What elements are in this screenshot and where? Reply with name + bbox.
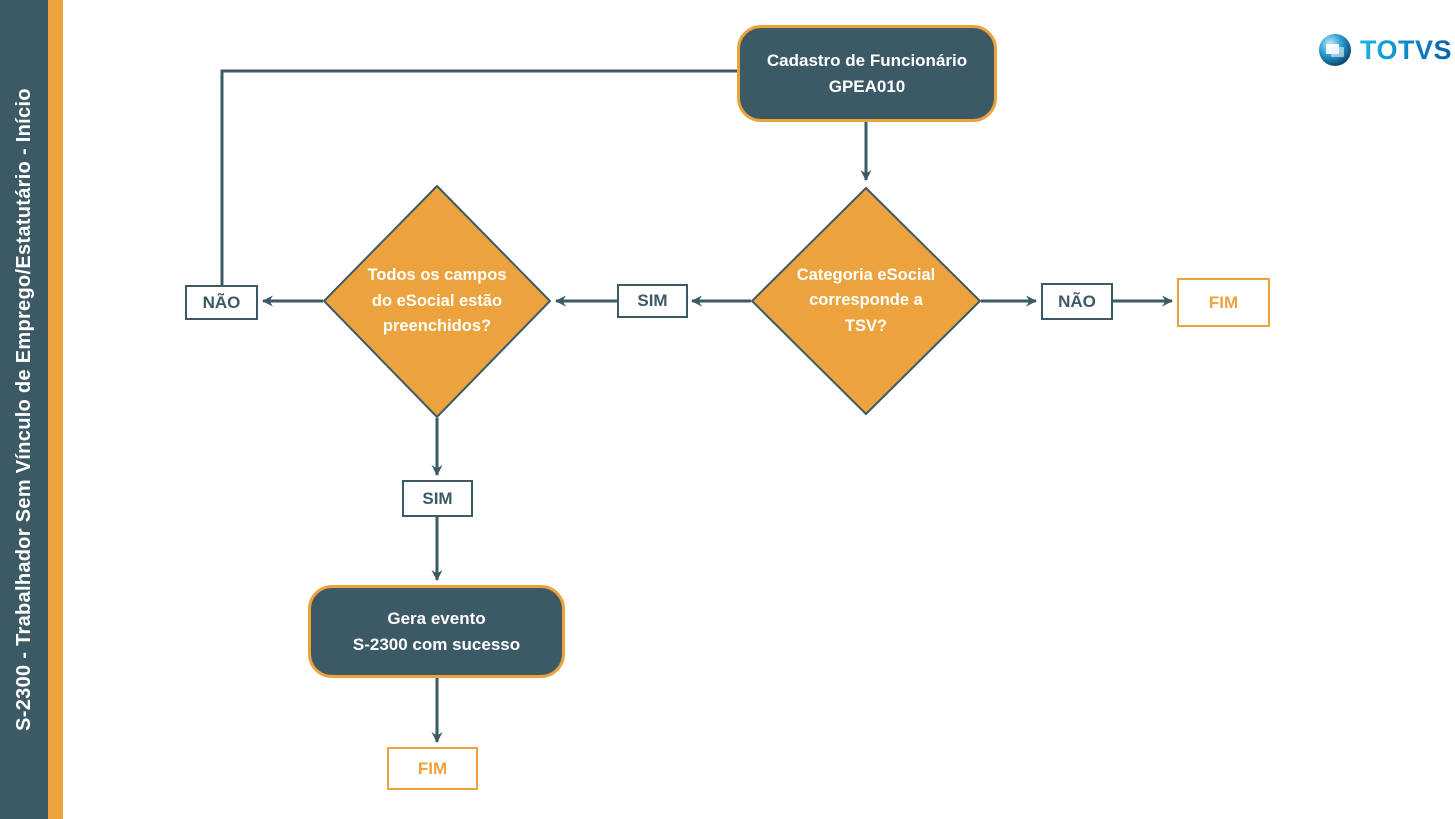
terminator-fim-bottom: FIM [387,747,478,790]
diamond-shape [751,187,981,415]
decision-categoria-tsv: Categoria eSocial corresponde a TSV? [751,187,981,415]
sidebar-accent-bar [48,0,63,819]
totvs-logo-text: TOTVS [1360,34,1453,65]
label-nao-right: NÃO [1041,283,1113,320]
totvs-logo-icon [1319,34,1351,66]
label-sim-bottom: SIM [402,480,473,517]
totvs-logo: TOTVS [1318,33,1452,67]
decision-categoria-tsv-label: Categoria eSocial corresponde a TSV? [796,265,936,335]
start-node-cadastro-funcionario: Cadastro de Funcionário GPEA010 [737,25,997,122]
label-nao-left: NÃO [185,285,258,320]
sidebar-bar [0,0,48,819]
process-node-gera-evento: Gera evento S-2300 com sucesso [308,585,565,678]
decision-campos-preenchidos: Todos os campos do eSocial estão preench… [323,185,551,418]
decision-campos-preenchidos-label: Todos os campos do eSocial estão preench… [367,266,507,336]
label-sim-mid: SIM [617,284,688,318]
terminator-fim-right: FIM [1177,278,1270,327]
connector-nao-loop-to-start [220,69,737,285]
diamond-shape [323,185,551,418]
